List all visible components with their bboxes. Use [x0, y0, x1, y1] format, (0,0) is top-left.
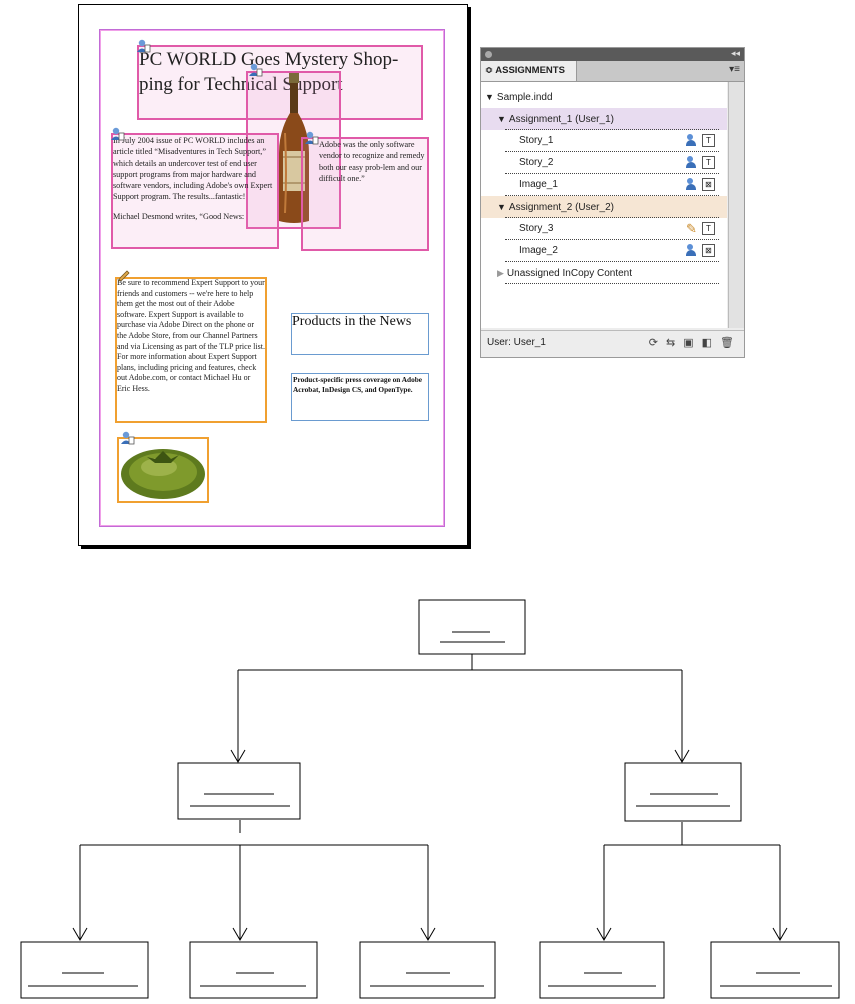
document-page: PC WORLD Goes Mystery Shop- ping for Tec…	[78, 4, 468, 546]
user-icon	[249, 63, 263, 77]
list-item-label: Story_1	[519, 135, 553, 146]
tree-node-leaf	[360, 942, 495, 998]
tomato-image	[119, 441, 207, 501]
user-icon	[686, 134, 699, 147]
image-frame-icon: ⊠	[702, 244, 715, 257]
panel-footer: User: User_1 ⟳ ⇆ ▣ ◧ 🗑	[481, 330, 744, 357]
scrollbar[interactable]	[728, 82, 744, 328]
right-column-text: Adobe was the only software vendor to re…	[319, 139, 425, 184]
list-item-label: Assignment_1 (User_1)	[509, 114, 614, 125]
list-item-label: Unassigned InCopy Content	[507, 268, 632, 279]
news-body-text: Product-specific press coverage on Adobe…	[293, 375, 425, 394]
expand-triangle-icon[interactable]: ▼	[497, 108, 506, 130]
text-frame-icon: T	[702, 222, 715, 235]
panel-menu-icon[interactable]: ▾≡	[729, 64, 740, 75]
list-item-assignment[interactable]: ▼Assignment_1 (User_1)	[481, 108, 727, 130]
assignments-list: ▼Sample.indd ▼Assignment_1 (User_1) Stor…	[481, 82, 727, 328]
tree-node-right	[625, 763, 741, 821]
close-icon[interactable]	[485, 51, 492, 58]
expand-triangle-icon[interactable]: ▼	[497, 196, 506, 218]
tree-node-leaf	[190, 942, 317, 998]
text-frame-icon: T	[702, 156, 715, 169]
image-frame-icon: ⊠	[702, 178, 715, 191]
panel-titlebar[interactable]: ◂◂	[481, 48, 744, 61]
list-item-label: Image_1	[519, 179, 558, 190]
tab-assignments[interactable]: ≎ ASSIGNMENTS	[481, 61, 577, 81]
list-item-image[interactable]: Image_1 ⊠	[481, 174, 727, 196]
list-item-unassigned[interactable]: ▶Unassigned InCopy Content	[481, 262, 727, 284]
list-item-assignment[interactable]: ▼Assignment_2 (User_2)	[481, 196, 727, 218]
assignments-panel: ◂◂ ≎ ASSIGNMENTS ▾≡ ▼Sample.indd ▼Assign…	[480, 47, 745, 358]
user-icon	[111, 127, 125, 141]
list-item-label: Image_2	[519, 245, 558, 256]
panel-tabbar: ≎ ASSIGNMENTS ▾≡	[481, 61, 744, 82]
update-icon[interactable]: ⟳	[649, 336, 658, 349]
tree-diagram	[0, 590, 855, 1004]
trash-icon[interactable]: 🗑	[720, 336, 734, 349]
user-icon	[686, 244, 699, 257]
tree-node-leaf	[21, 942, 148, 998]
relink-icon[interactable]: ⇆	[666, 336, 675, 349]
list-item-story[interactable]: Story_1 T	[481, 130, 727, 152]
expand-triangle-icon[interactable]: ▼	[485, 86, 494, 108]
tree-node-leaf	[711, 942, 839, 998]
user-icon	[686, 156, 699, 169]
new-assignment-icon[interactable]: ◧	[702, 336, 712, 349]
user-icon	[305, 131, 319, 145]
list-item-story[interactable]: Story_2 T	[481, 152, 727, 174]
pencil-icon	[117, 269, 131, 283]
expert-support-text: Be sure to recommend Expert Support to y…	[117, 278, 265, 395]
news-heading: Products in the News	[292, 314, 411, 330]
expand-triangle-icon[interactable]: ▶	[497, 262, 504, 284]
list-item-label: Story_3	[519, 223, 553, 234]
user-icon	[686, 178, 699, 191]
tree-node-leaf	[540, 942, 664, 998]
user-icon	[121, 431, 135, 445]
list-item-label: Story_2	[519, 157, 553, 168]
user-icon	[137, 39, 151, 53]
tree-node-root	[419, 600, 525, 654]
list-item-story[interactable]: Story_3 ✎T	[481, 218, 727, 240]
list-item-file[interactable]: ▼Sample.indd	[481, 86, 727, 108]
list-item-label: Sample.indd	[497, 92, 553, 103]
list-item-image[interactable]: Image_2 ⊠	[481, 240, 727, 262]
left-column-text: In July 2004 issue of PC WORLD includes …	[113, 135, 277, 222]
current-user-label: User: User_1	[487, 337, 546, 348]
list-item-label: Assignment_2 (User_2)	[509, 202, 614, 213]
assign-icon[interactable]: ▣	[683, 336, 693, 349]
collapse-icon[interactable]: ◂◂	[731, 48, 740, 59]
tree-node-left	[178, 763, 300, 819]
text-frame-icon: T	[702, 134, 715, 147]
pencil-icon: ✎	[686, 222, 699, 235]
